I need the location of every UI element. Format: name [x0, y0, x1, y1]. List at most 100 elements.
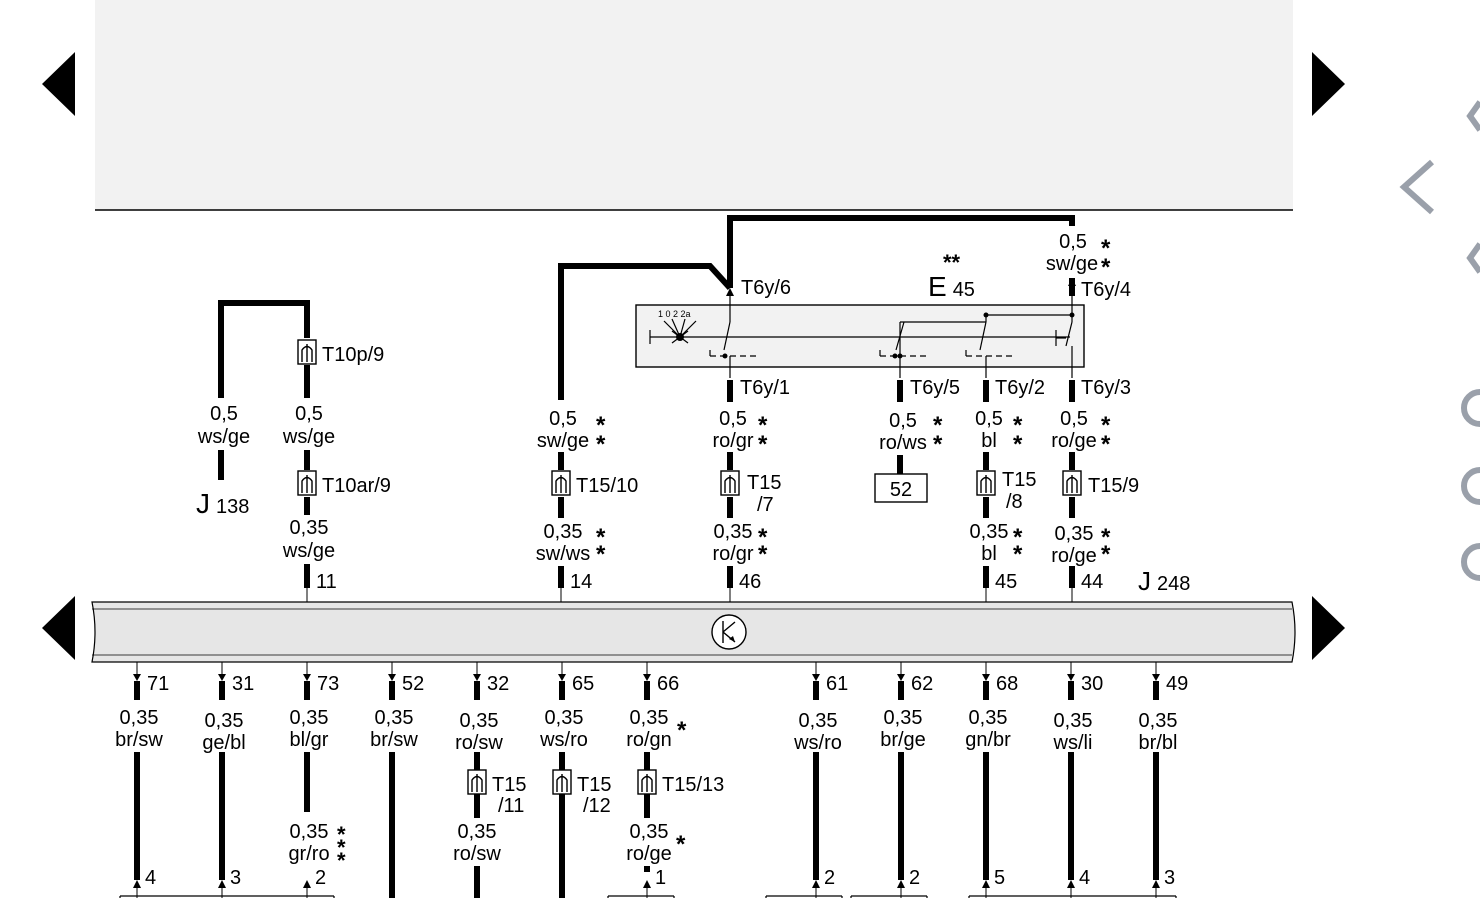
pin-t6y-3: T6y/3 [1081, 377, 1131, 399]
wire-t10ar-color: ws/ge [282, 540, 335, 562]
bottom-wire-size-52: 0,35 [375, 707, 414, 729]
connector-symbol-lower-inner-1 [556, 774, 568, 792]
pin-66: 66 [657, 673, 679, 695]
wire-j138-color: ws/ge [197, 426, 250, 448]
end-pin-8: 3 [1164, 867, 1175, 889]
bottom-stars-66: * [677, 717, 687, 744]
arrow-p62 [897, 674, 905, 681]
prev-arrow-top[interactable] [42, 52, 75, 116]
pin-32: 32 [487, 673, 509, 695]
circle-icon-3[interactable] [1461, 543, 1480, 581]
wire-swge-size: 0,5 [549, 408, 577, 430]
bottom-wire-color-68: gn/br [965, 729, 1011, 751]
pin-t6y-5: T6y/5 [910, 377, 960, 399]
pin-t6y-2: T6y/2 [995, 377, 1045, 399]
stars-swws-b: * [596, 541, 606, 568]
lower-wire-73-star-1: * [337, 835, 346, 860]
t15-9-symbol [1062, 470, 1082, 496]
stars-rows-a: * [933, 412, 943, 439]
e45-stars: ** [943, 250, 961, 275]
bottom-wire-size-73: 0,35 [290, 707, 329, 729]
wire-rows-color: ro/ws [879, 432, 927, 454]
end-pin-6: 5 [994, 867, 1005, 889]
end-pin-5: 2 [909, 867, 920, 889]
bottom-wire-size-31: 0,35 [205, 710, 244, 732]
connector-t15-10: T15/10 [576, 475, 638, 497]
connector-t10p-9: T10p/9 [322, 344, 384, 366]
circle-icon-2[interactable] [1461, 467, 1480, 505]
wire-t10p-size: 0,5 [295, 403, 323, 425]
wire-roge-up-color: ro/ge [1051, 430, 1097, 452]
thick-wires [218, 215, 1075, 400]
bottom-wire-color-71: br/sw [115, 729, 163, 751]
wire-swws-size: 0,35 [544, 521, 583, 543]
bottom-wire-size-65: 0,35 [545, 707, 584, 729]
next-arrow-top[interactable] [1312, 52, 1345, 116]
stars-bl-lo-b: * [1013, 541, 1023, 568]
switch-position-labels: 1 0 2 2a [658, 309, 691, 319]
stars-bl-lo-a: * [1013, 524, 1023, 551]
end-arrow-7 [1067, 880, 1075, 888]
pin-46: 46 [739, 571, 761, 593]
header-panel [95, 0, 1293, 210]
chevron-left-icon[interactable] [1466, 100, 1480, 132]
bottom-wire-size-62: 0,35 [884, 707, 923, 729]
arrow-p49 [1152, 674, 1160, 681]
wire-swge-top-color: sw/ge [1046, 253, 1098, 275]
bottom-wire-color-32: ro/sw [455, 732, 503, 754]
bottom-wire-color-49: br/bl [1139, 732, 1178, 754]
wire-bl-lo-size: 0,35 [970, 521, 1009, 543]
next-arrow-bottom[interactable] [1312, 596, 1345, 660]
arrow-p65 [558, 674, 566, 681]
lower-wire-32-size: 0,35 [458, 821, 497, 843]
connector-t15-11: T15 [492, 774, 526, 796]
lower-wire-73-star-2: * [337, 848, 346, 873]
lower-wire-66-star: * [676, 831, 686, 858]
chevron-left-icon-2[interactable] [1466, 242, 1480, 274]
stars-rogr-lo-a: * [758, 524, 768, 551]
prev-arrow-bottom[interactable] [42, 596, 75, 660]
connector-t10ar-9: T10ar/9 [322, 475, 391, 497]
arrow-p71 [133, 674, 141, 681]
circle-icon-1[interactable] [1461, 389, 1480, 427]
pin-49: 49 [1166, 673, 1188, 695]
stars-swge-a: * [596, 412, 606, 439]
pin-t6y-4: T6y/4 [1081, 279, 1131, 301]
pin-t6y-6: T6y/6 [741, 277, 791, 299]
stars-swge-top-a: * [1101, 235, 1111, 262]
stars-swge-top-b: * [1101, 254, 1111, 281]
pin-31: 31 [232, 673, 254, 695]
arrow-p68 [982, 674, 990, 681]
pin-t6y-1: T6y/1 [740, 377, 790, 399]
end-arrow-3 [643, 880, 651, 888]
bus-top-stubs [306, 588, 1073, 602]
connector-t15-9: T15/9 [1088, 475, 1139, 497]
arrow-p73 [303, 674, 311, 681]
lower-wire-73-size: 0,35 [290, 821, 329, 843]
wire-rogr-up-size: 0,5 [719, 408, 747, 430]
end-arrow-2 [303, 880, 311, 888]
connector-t15-11-sub: /11 [498, 795, 524, 817]
pin-65: 65 [572, 673, 594, 695]
pin-73: 73 [317, 673, 339, 695]
end-pin-1: 3 [230, 867, 241, 889]
stars-rogr-lo-b: * [758, 541, 768, 568]
bottom-wire-size-30: 0,35 [1054, 710, 1093, 732]
wire-rogr-lo-size: 0,35 [714, 521, 753, 543]
bottom-wire-color-61: ws/ro [793, 732, 842, 754]
stars-bl-up-b: * [1013, 431, 1023, 458]
bottom-wire-size-32: 0,35 [460, 710, 499, 732]
wire-bl-up-size: 0,5 [975, 408, 1003, 430]
end-arrow-5 [897, 880, 905, 888]
double-chevron-left-icon[interactable] [1399, 159, 1434, 215]
stars-roge-lo-a: * [1101, 524, 1111, 551]
stars-rogr-up-b: * [758, 431, 768, 458]
wire-swge-top-size: 0,5 [1059, 231, 1087, 253]
side-toolbar [1399, 100, 1480, 581]
j248-control-unit [91, 601, 1296, 663]
lower-wire-73-color: gr/ro [288, 843, 329, 865]
end-pin-3: 1 [655, 867, 666, 889]
connector-t15-7-sub: /7 [757, 494, 774, 516]
lower-wire-66-color: ro/ge [626, 843, 672, 865]
